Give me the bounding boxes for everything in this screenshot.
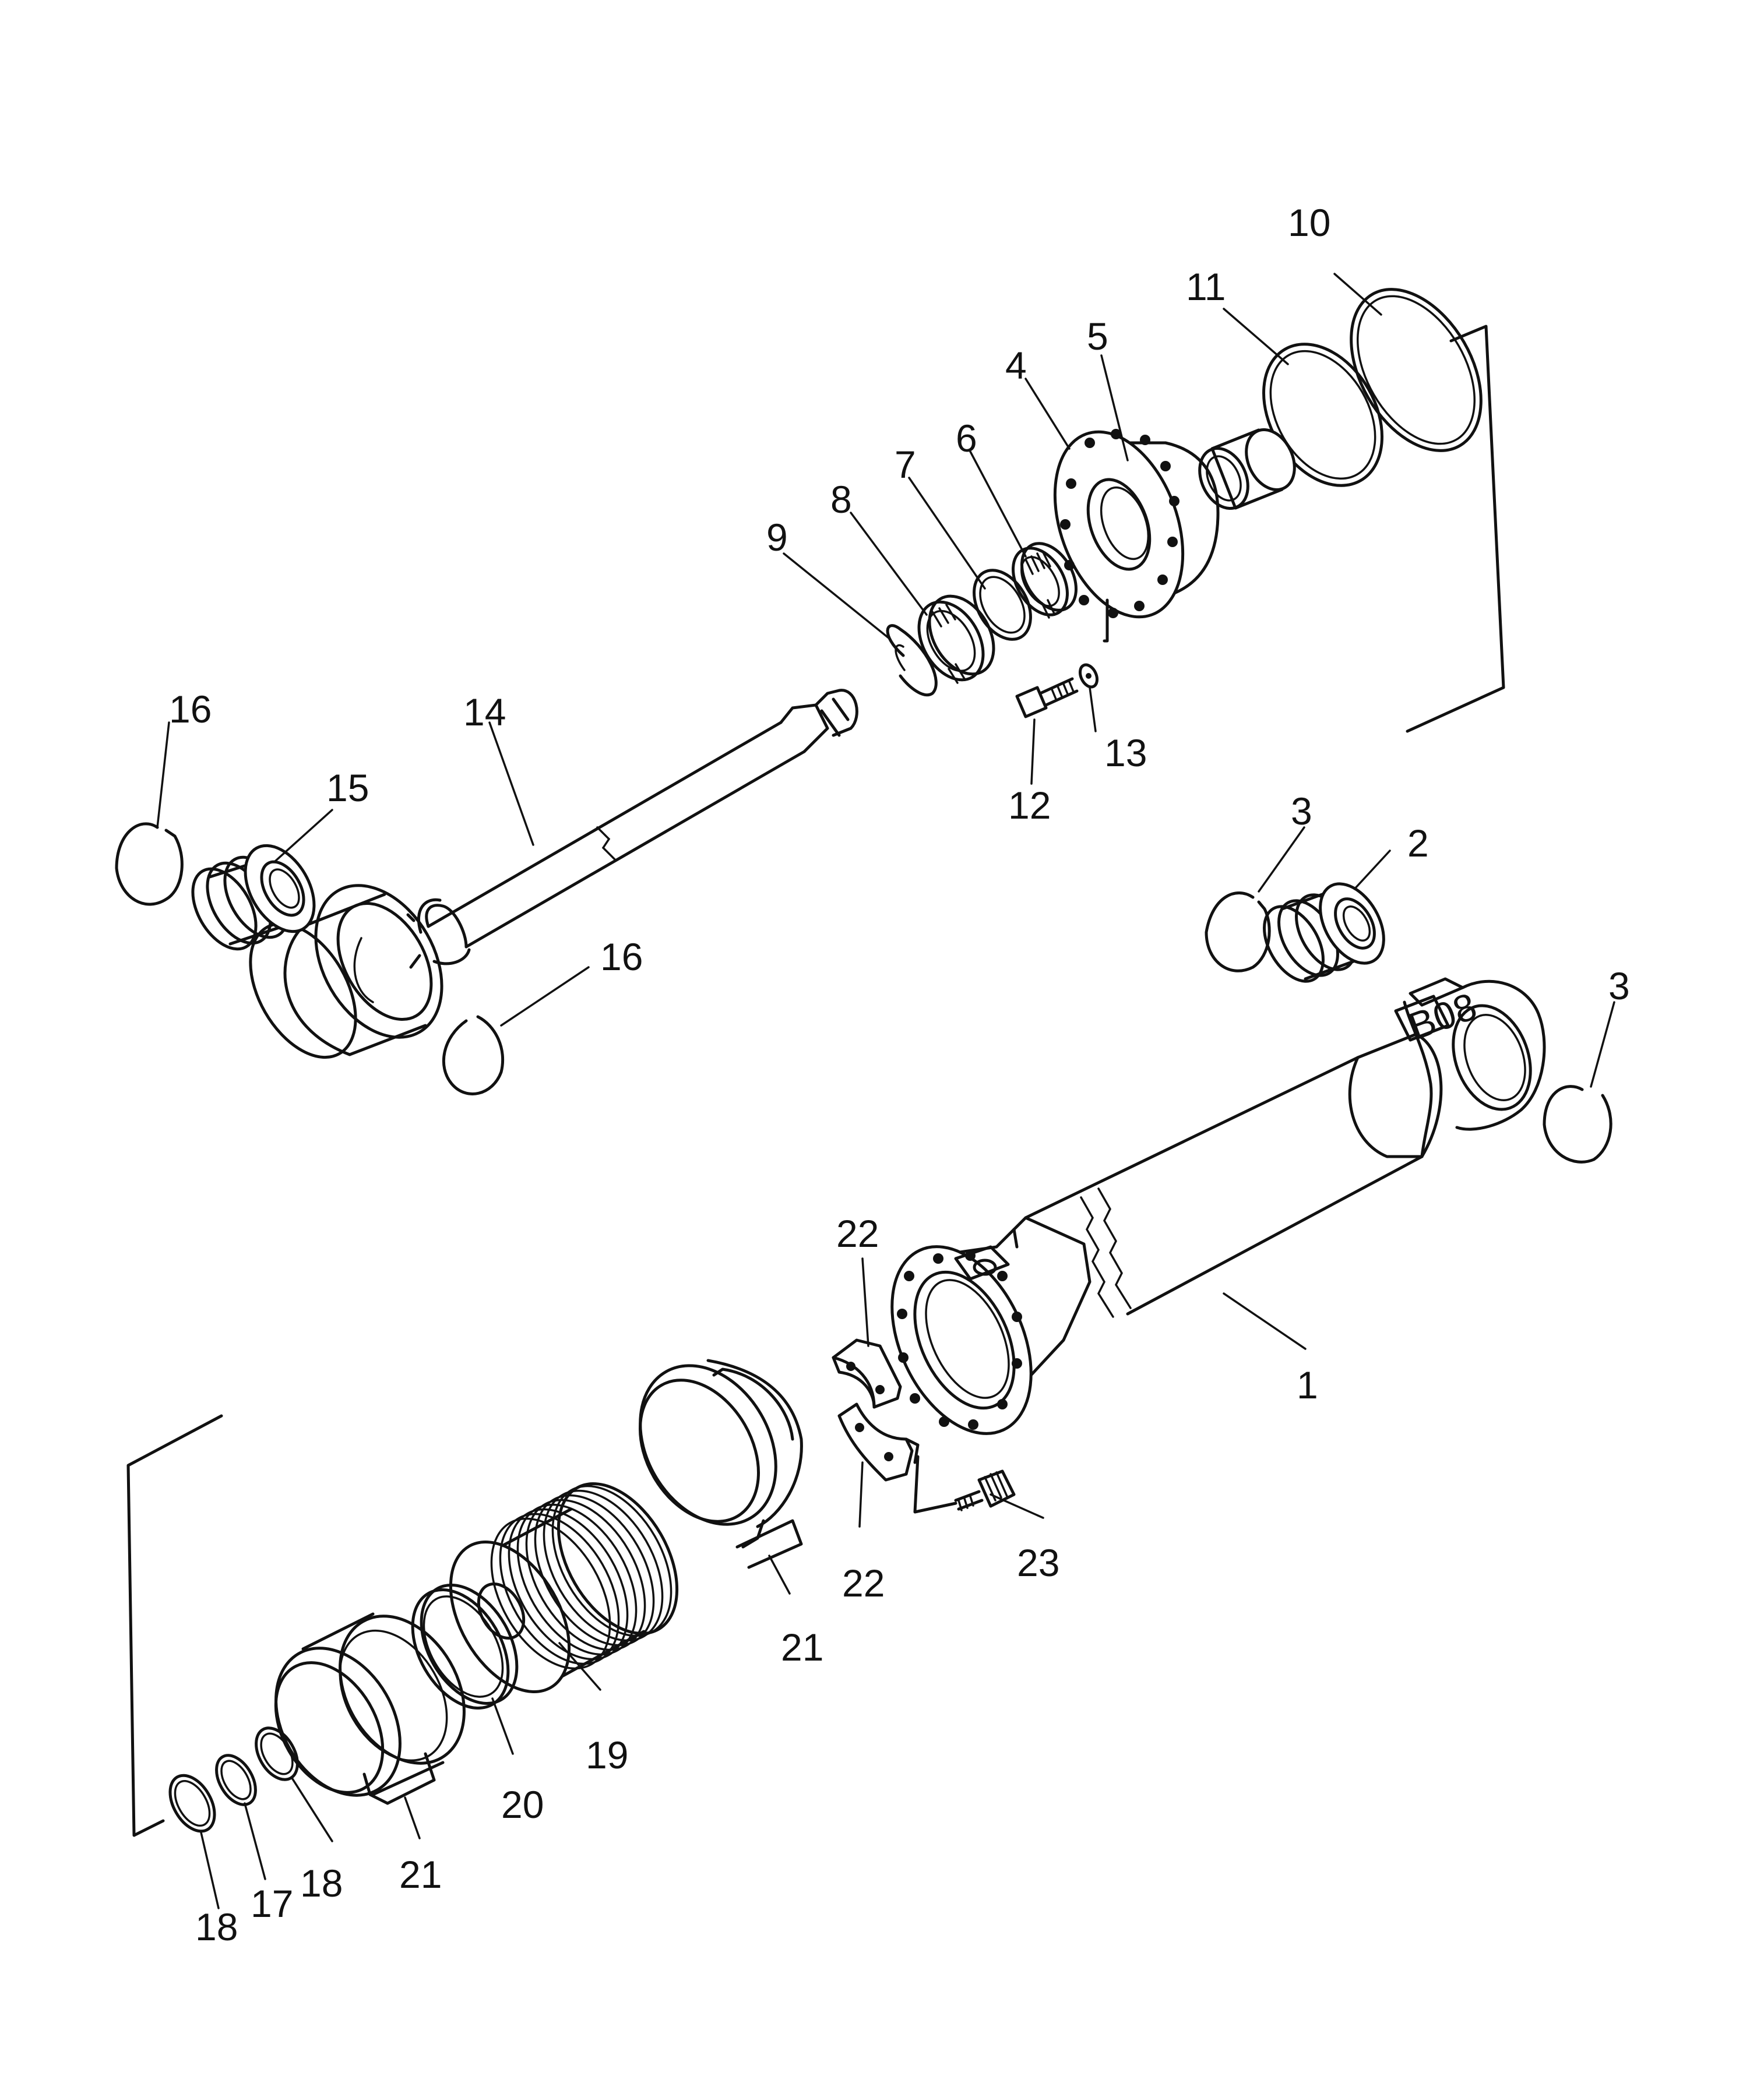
part-14-rod-eye xyxy=(249,884,443,1059)
part-18-ring-lower xyxy=(168,1774,216,1833)
part-21-bracket-upper xyxy=(735,1519,803,1569)
callout-3b: 3 xyxy=(1608,964,1630,1007)
part-14-piston-rod xyxy=(406,689,858,969)
leader-lines xyxy=(156,273,1615,1909)
part-18-ring-upper xyxy=(255,1726,299,1781)
callout-6: 6 xyxy=(956,417,977,460)
part-15-bearing xyxy=(191,844,316,951)
embossed-mark-b08: B08 xyxy=(1403,984,1483,1048)
callout-22b: 22 xyxy=(842,1562,885,1605)
callout-21b: 21 xyxy=(399,1853,442,1896)
part-17-ring xyxy=(215,1754,257,1806)
part-22-clamp-upper xyxy=(832,1338,902,1409)
part-22-clamp-lower xyxy=(837,1402,920,1482)
callout-17: 17 xyxy=(251,1882,293,1925)
callout-15: 15 xyxy=(326,766,369,809)
part-13-washer xyxy=(1078,663,1099,689)
part-3-snap-ring-lower xyxy=(1543,1085,1612,1164)
part-21-bracket-lower xyxy=(362,1752,436,1805)
part-9-snap-ring xyxy=(886,624,938,697)
callout-22a: 22 xyxy=(836,1212,879,1255)
part-3-snap-ring-upper xyxy=(1205,891,1271,972)
callout-20: 20 xyxy=(501,1783,544,1826)
callout-23: 23 xyxy=(1017,1541,1059,1584)
upper-group-bracket xyxy=(1103,598,1109,643)
callout-18b: 18 xyxy=(195,1905,238,1948)
callout-2: 2 xyxy=(1407,822,1429,865)
part-2-bearing xyxy=(1263,882,1385,983)
callout-18a: 18 xyxy=(300,1862,343,1905)
callout-3a: 3 xyxy=(1291,790,1312,833)
callout-12: 12 xyxy=(1008,784,1051,827)
part-16-snap-ring-lower xyxy=(442,1015,505,1095)
callout-16b: 16 xyxy=(600,935,643,978)
clamp-bracket xyxy=(913,1455,957,1514)
part-7-ring xyxy=(973,569,1032,641)
part-19-piston xyxy=(449,1482,679,1693)
part-4-cylinder-head xyxy=(1053,429,1220,619)
callout-19: 19 xyxy=(586,1733,628,1777)
part-20-seal-ring xyxy=(411,1584,519,1710)
callout-14: 14 xyxy=(463,690,506,734)
callout-21a: 21 xyxy=(781,1626,823,1669)
callout-4: 4 xyxy=(1005,344,1027,387)
callout-13: 13 xyxy=(1104,731,1147,774)
part-12-bolt xyxy=(1015,677,1079,718)
callout-9: 9 xyxy=(766,516,788,559)
right-group-bracket xyxy=(1406,325,1505,733)
part-10-ring xyxy=(1350,288,1483,452)
callout-5: 5 xyxy=(1087,315,1108,358)
callout-10: 10 xyxy=(1288,201,1330,244)
part-5-bushing xyxy=(1198,428,1296,510)
part-23-bolt xyxy=(954,1469,1016,1511)
callout-16a: 16 xyxy=(169,688,212,731)
lower-group-bracket xyxy=(126,1414,223,1837)
part-1-flange xyxy=(890,1216,1092,1435)
callout-11: 11 xyxy=(1186,265,1226,308)
part-21-ring-pair-upper xyxy=(639,1359,803,1549)
part-21-ring-pair-lower xyxy=(274,1612,466,1797)
part-8-seal xyxy=(917,594,995,684)
part-16-snap-ring-upper xyxy=(115,822,184,906)
callout-8: 8 xyxy=(830,478,852,521)
callout-1: 1 xyxy=(1297,1363,1318,1407)
callout-7: 7 xyxy=(895,443,916,486)
part-1-cylinder-tube: B08 xyxy=(1012,977,1546,1318)
